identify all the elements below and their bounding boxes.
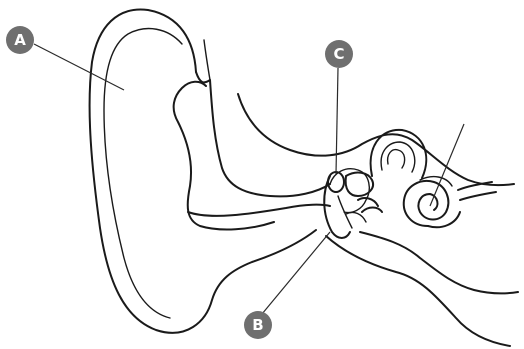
label-badge-a: A xyxy=(6,26,34,54)
ear-canal-lower xyxy=(188,205,330,216)
label-c-text: C xyxy=(333,45,344,63)
helix-rim xyxy=(104,29,182,318)
semicircular-canal-outer xyxy=(371,130,427,178)
label-b-text: B xyxy=(252,316,263,334)
label-badge-c: C xyxy=(325,40,353,68)
pinna-outline xyxy=(90,9,316,332)
semicircular-canal-mid xyxy=(388,150,405,168)
label-badge-b: B xyxy=(244,311,272,339)
middle-ear-cavity xyxy=(330,169,369,213)
semicircular-canal-inner xyxy=(381,142,415,172)
label-a-text: A xyxy=(14,31,26,49)
leader-line-a xyxy=(34,44,124,90)
cochlea xyxy=(404,181,449,226)
pinna-upper-notch xyxy=(204,40,210,80)
stapes-ossicle xyxy=(358,198,382,212)
skull-upper-contour xyxy=(238,94,514,185)
ear-canal-upper xyxy=(210,80,330,196)
leader-line-c xyxy=(336,68,338,174)
leader-line-b xyxy=(262,232,330,314)
pinna-top-edge xyxy=(196,72,210,82)
inner-lower-contour xyxy=(360,232,518,293)
antihelix xyxy=(174,82,274,230)
auditory-nerve-lower xyxy=(460,192,496,200)
